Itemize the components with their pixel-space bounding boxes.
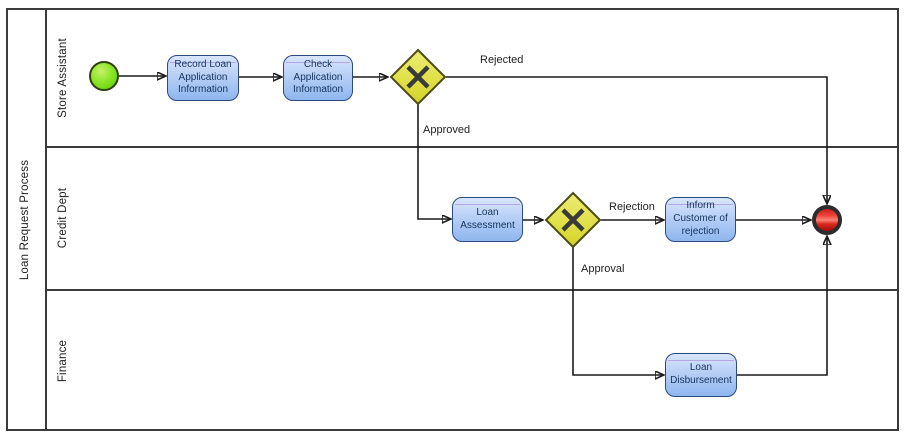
task-record-loan-application-information[interactable]: Record Loan Application Information bbox=[167, 55, 239, 101]
pool-label: Loan Request Process bbox=[19, 159, 32, 280]
task-label: Inform Customer of rejection bbox=[673, 200, 728, 237]
gateway-diamond bbox=[544, 191, 602, 249]
task-loan-assessment[interactable]: Loan Assessment bbox=[452, 197, 523, 242]
gateway-diamond bbox=[389, 48, 447, 106]
lane-divider-2 bbox=[47, 289, 899, 291]
task-loan-disbursement[interactable]: Loan Disbursement bbox=[665, 353, 737, 397]
lane-label-finance: Finance bbox=[57, 339, 70, 382]
task-inform-customer-of-rejection[interactable]: Inform Customer of rejection bbox=[665, 197, 736, 242]
flow-label-rejection: Rejection bbox=[609, 201, 655, 213]
lane-label-store-assistant: Store Assistant bbox=[57, 37, 69, 118]
exclusive-gateway-x-icon bbox=[406, 65, 430, 89]
lane-divider-1 bbox=[47, 146, 899, 148]
exclusive-gateway-assessment-decision[interactable] bbox=[544, 191, 602, 249]
lane-credit-dept: Credit Dept bbox=[48, 148, 78, 288]
exclusive-gateway-application-check[interactable] bbox=[389, 48, 447, 106]
task-check-application-information[interactable]: Check Application Information bbox=[283, 55, 353, 101]
lane-label-credit-dept: Credit Dept bbox=[57, 187, 69, 249]
task-label: Record Loan Application Information bbox=[174, 58, 232, 96]
task-label: Loan Disbursement bbox=[670, 362, 732, 386]
start-event[interactable] bbox=[89, 61, 119, 91]
flow-label-approval: Approval bbox=[581, 263, 625, 275]
lane-store-assistant: Store Assistant bbox=[48, 9, 78, 146]
pool-name-cell: Loan Request Process bbox=[6, 8, 47, 431]
task-label: Check Application Information bbox=[292, 58, 344, 96]
end-event[interactable] bbox=[812, 205, 842, 235]
flow-label-rejected: Rejected bbox=[480, 54, 524, 66]
flow-label-approved: Approved bbox=[423, 124, 471, 136]
exclusive-gateway-x-icon bbox=[561, 208, 585, 232]
task-label: Loan Assessment bbox=[460, 206, 515, 231]
lane-finance: Finance bbox=[48, 291, 78, 430]
